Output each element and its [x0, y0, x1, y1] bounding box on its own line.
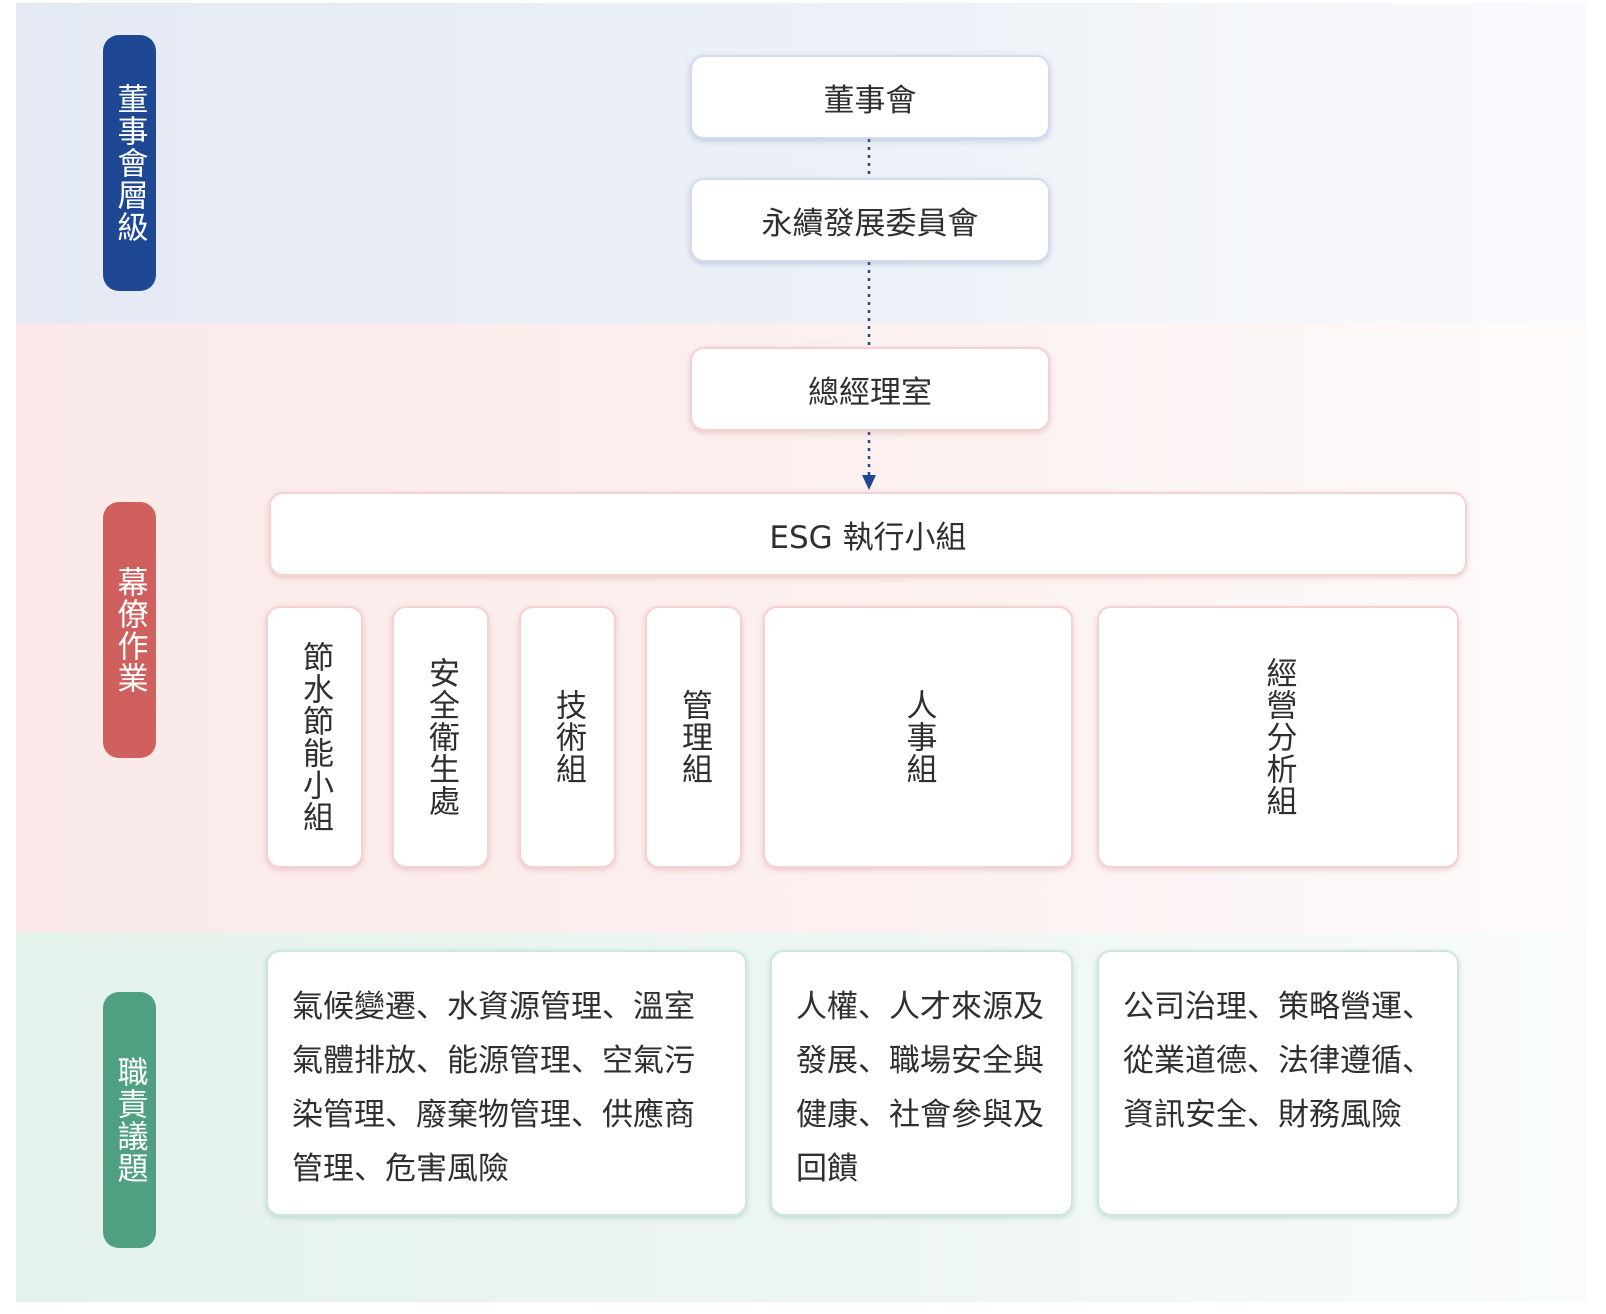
- group-energy-saving: 節水節能小組: [266, 606, 363, 868]
- tier-label-board: 董事會層級: [103, 35, 156, 291]
- group-technology: 技術組: [519, 606, 616, 868]
- group-personnel: 人事組: [763, 606, 1073, 868]
- node-gm-office: 總經理室: [690, 347, 1050, 431]
- group-label: 經營分析組: [1260, 657, 1297, 817]
- group-label: 人事組: [900, 689, 937, 785]
- duty-text: 人權、人才來源及發展、職場安全與健康、社會參與及回饋: [796, 989, 1044, 1187]
- node-board-of-directors: 董事會: [690, 55, 1050, 139]
- node-sustainability-committee: 永續發展委員會: [690, 178, 1050, 262]
- tier-label-duty: 職責議題: [103, 992, 156, 1248]
- group-management: 管理組: [645, 606, 742, 868]
- group-business-analysis: 經營分析組: [1097, 606, 1459, 868]
- duty-social: 人權、人才來源及發展、職場安全與健康、社會參與及回饋: [770, 950, 1073, 1216]
- group-label: 管理組: [676, 689, 712, 785]
- group-label: 節水節能小組: [297, 641, 333, 833]
- duty-text: 公司治理、策略營運、從業道德、法律遵循、資訊安全、財務風險: [1123, 989, 1433, 1133]
- duty-text: 氣候變遷、水資源管理、溫室氣體排放、能源管理、空氣污染管理、廢棄物管理、供應商管…: [292, 989, 695, 1187]
- group-label: 安全衛生處: [423, 657, 459, 817]
- duty-environment: 氣候變遷、水資源管理、溫室氣體排放、能源管理、空氣污染管理、廢棄物管理、供應商管…: [266, 950, 747, 1216]
- group-safety-health: 安全衛生處: [392, 606, 489, 868]
- group-label: 技術組: [550, 689, 586, 785]
- connector-arrowhead: [862, 475, 876, 490]
- tier-label-staff: 幕僚作業: [103, 502, 156, 758]
- duty-governance: 公司治理、策略營運、從業道德、法律遵循、資訊安全、財務風險: [1097, 950, 1459, 1216]
- node-esg-team: ESG 執行小組: [269, 492, 1467, 576]
